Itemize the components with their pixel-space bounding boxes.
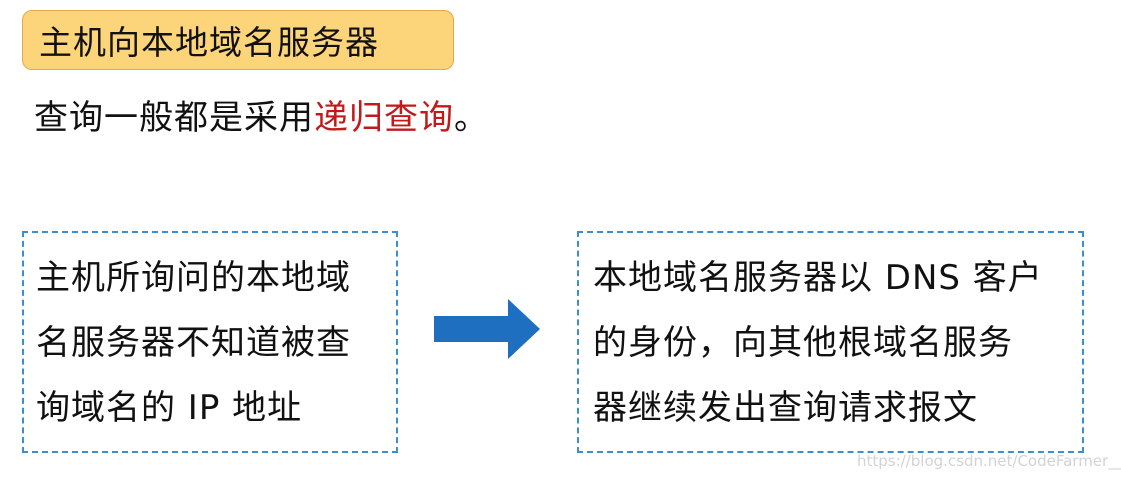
right-box-line: 本地域名服务器以 DNS 客户 (593, 258, 1043, 298)
left-dashed-box: 主机所询问的本地域 名服务器不知道被查 询域名的 IP 地址 (22, 231, 398, 453)
right-dashed-box: 本地域名服务器以 DNS 客户 的身份，向其他根域名服务 器继续发出查询请求报文 (577, 231, 1084, 453)
intro-prefix: 查询一般都是采用 (34, 98, 314, 138)
right-arrow-icon (434, 299, 540, 359)
left-box-line: 主机所询问的本地域 (36, 258, 351, 298)
watermark: https://blog.csdn.net/CodeFarmer__ (857, 452, 1121, 470)
intro-suffix: 。 (454, 98, 489, 138)
left-box-line: 名服务器不知道被查 (36, 323, 351, 363)
right-box-line: 器继续发出查询请求报文 (593, 388, 978, 428)
title-badge: 主机向本地域名服务器 (22, 10, 454, 70)
left-box-line: 询域名的 IP 地址 (36, 388, 303, 428)
arrow-shape (434, 299, 540, 359)
intro-sentence: 查询一般都是采用递归查询。 (34, 90, 489, 139)
title-text: 主机向本地域名服务器 (39, 23, 379, 62)
intro-highlight: 递归查询 (314, 98, 454, 138)
right-box-line: 的身份，向其他根域名服务 (593, 323, 1013, 363)
